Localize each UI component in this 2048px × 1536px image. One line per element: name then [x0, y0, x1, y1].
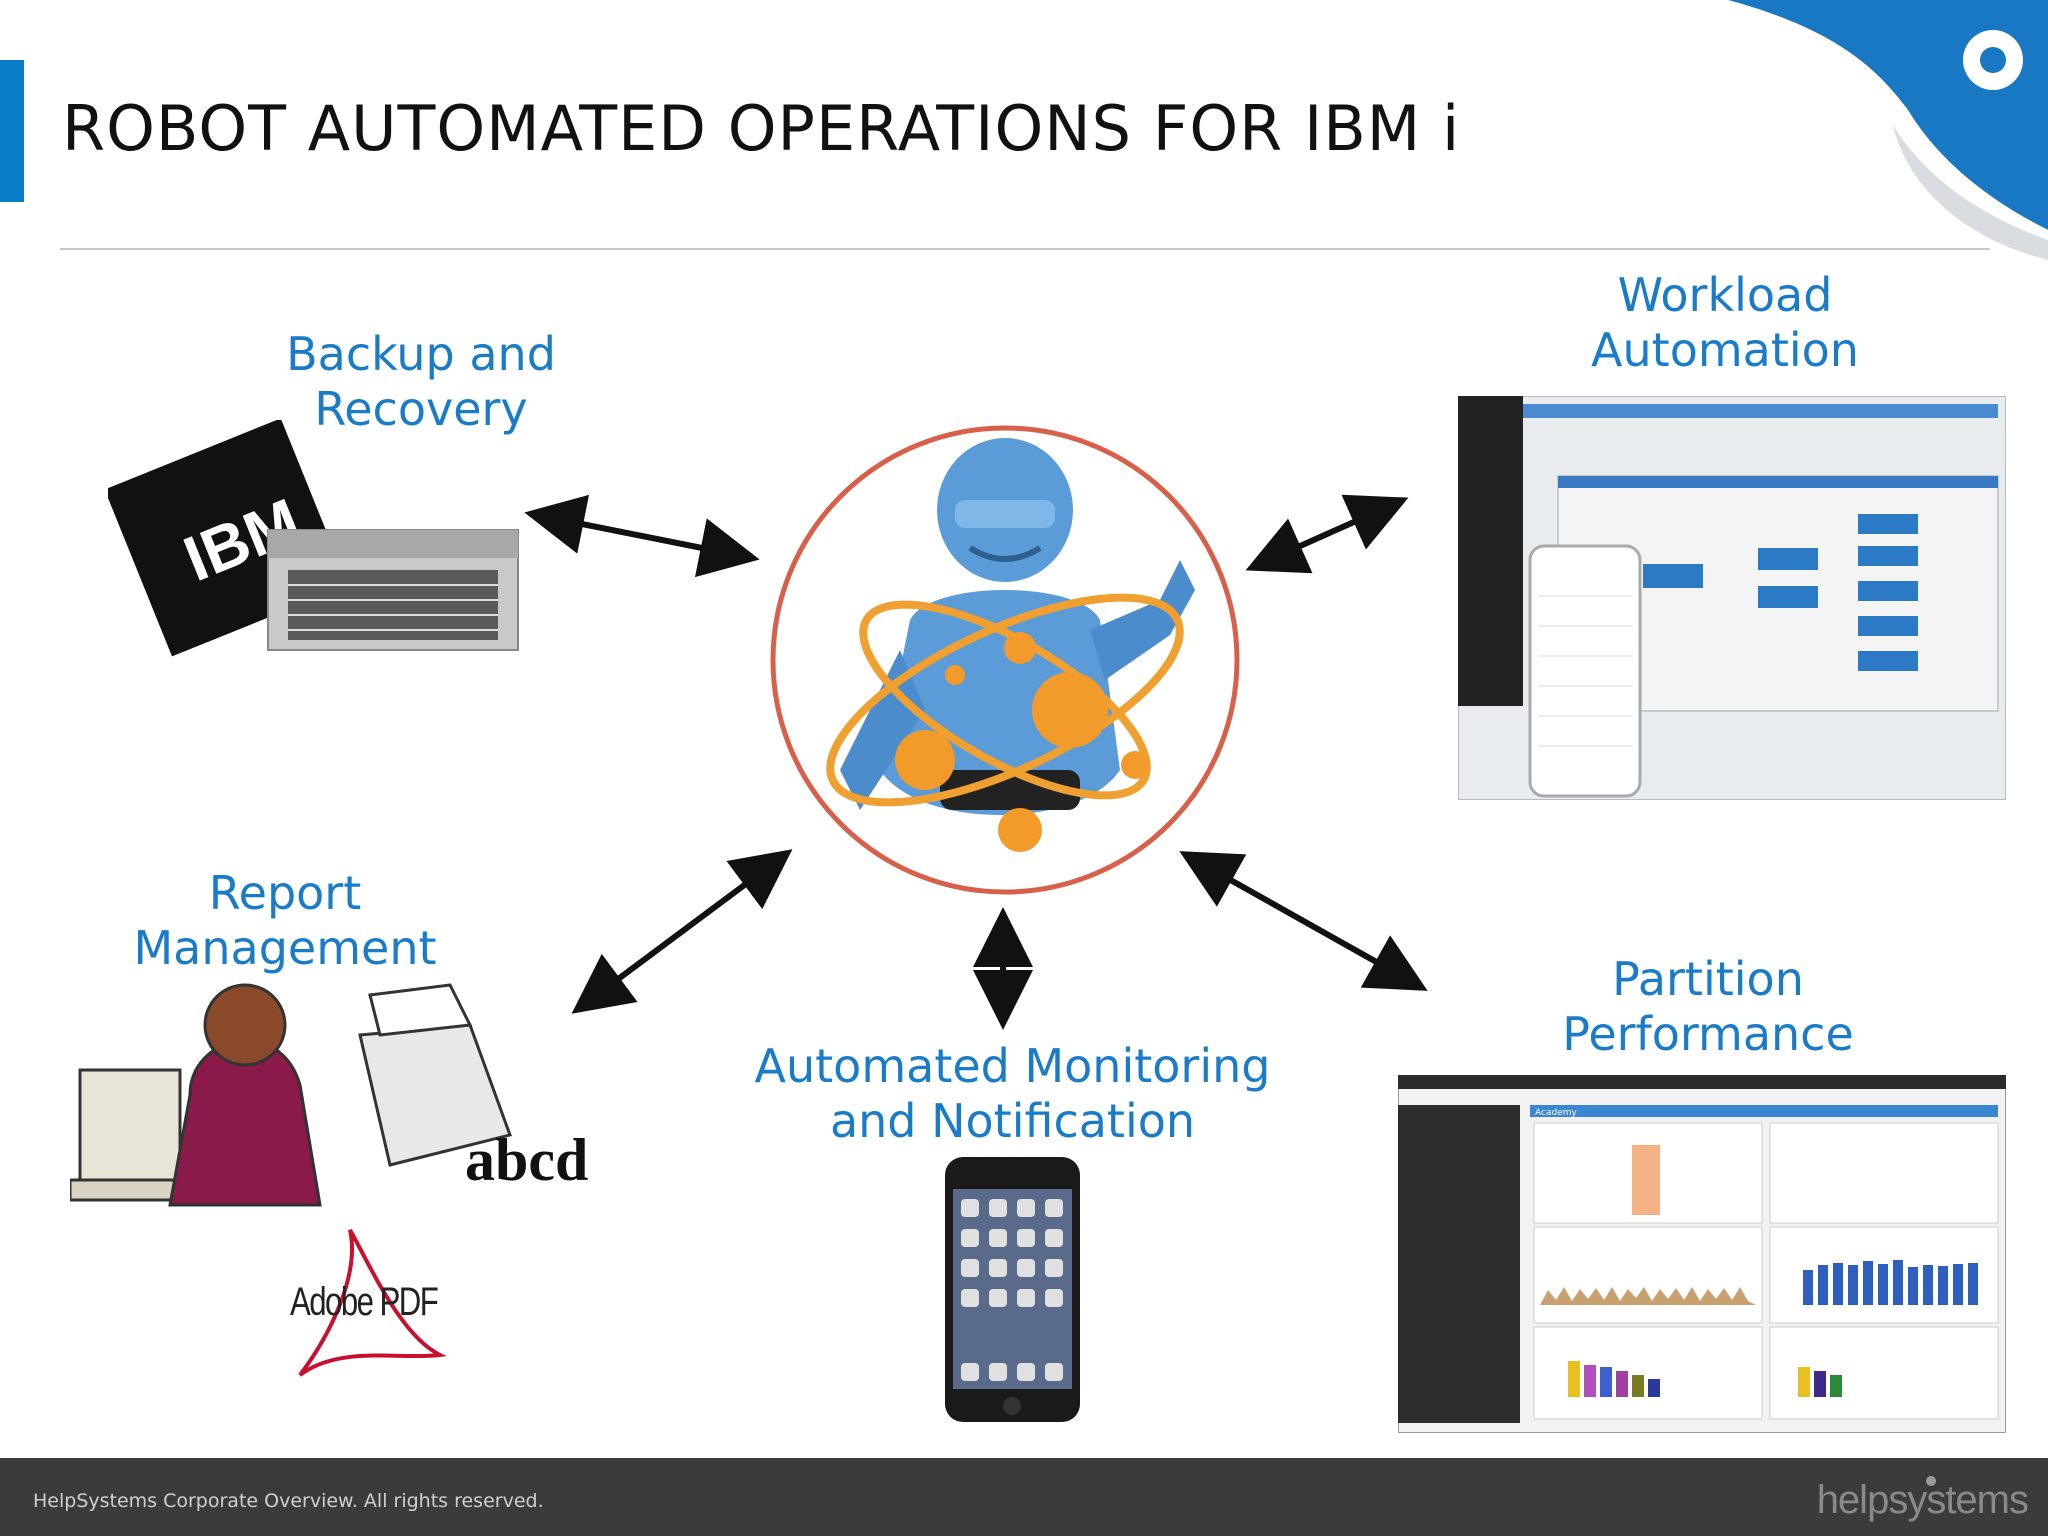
- abc-letters: abcd: [465, 1127, 588, 1193]
- partition-performance-screenshot: Academy: [1398, 1075, 2006, 1433]
- ibm-tape-server-image: IBM: [108, 420, 519, 657]
- robot-image: [770, 425, 1240, 895]
- adobe-pdf-logo: [298, 1229, 447, 1377]
- page-title: ROBOT AUTOMATED OPERATIONS FOR IBM i: [62, 92, 1461, 165]
- workload-automation-screenshot: [1458, 396, 2006, 800]
- footer-copyright: HelpSystems Corporate Overview. All righ…: [33, 1490, 544, 1512]
- arrow-partition: [1179, 851, 1428, 991]
- partition-window-title: Academy: [1535, 1108, 1577, 1118]
- monitoring-notification-label: Automated Monitoring and Notification: [754, 1039, 1271, 1148]
- arrow-report: [571, 849, 793, 1014]
- title-divider: [60, 248, 1990, 250]
- arrow-workload: [1245, 494, 1409, 574]
- workload-automation-label: Workload Automation: [1591, 268, 1859, 377]
- arrow-backup: [524, 494, 760, 578]
- adobe-pdf-text: Adobe PDF: [290, 1280, 439, 1324]
- accent-bar: [0, 60, 24, 202]
- footer-bar: [0, 1458, 2048, 1536]
- helpsystems-logo: helpsystems: [1816, 1478, 2029, 1522]
- report-management-clipart: abcd: [70, 983, 588, 1207]
- page-curl-corner-graphic: [1728, 0, 2048, 260]
- report-management-label: Report Management: [133, 866, 437, 975]
- gear-icon: [1963, 30, 2023, 90]
- partition-performance-label: Partition Performance: [1562, 952, 1854, 1061]
- backup-recovery-label: Backup and Recovery: [286, 327, 556, 436]
- helpsystems-logo-icon: [1926, 1476, 1936, 1486]
- smartphone-image: [945, 1157, 1080, 1422]
